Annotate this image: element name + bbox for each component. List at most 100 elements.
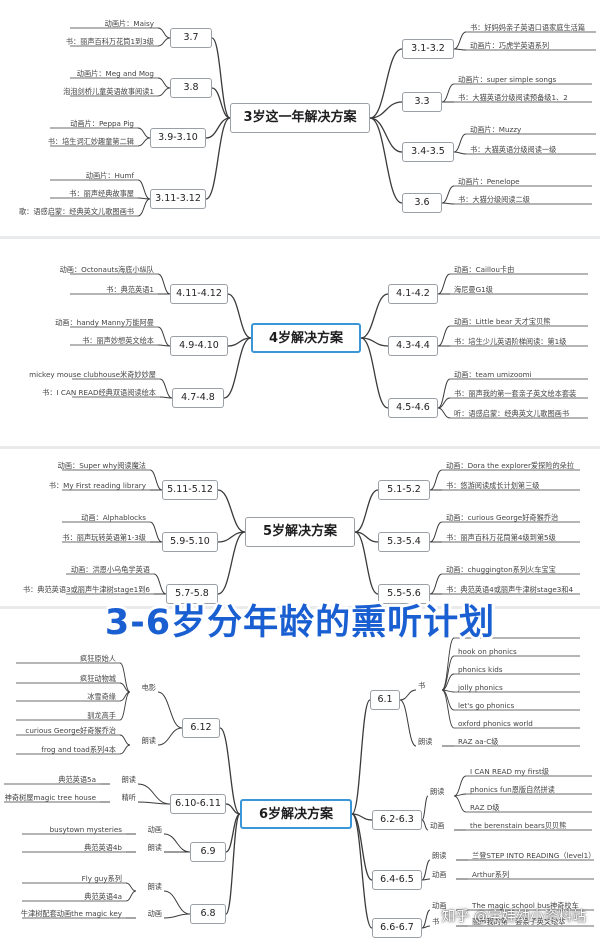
connector-line [421,795,429,821]
category-label: 朗读 [430,787,445,796]
leaf-label: 书：典范英语3或丽声牛津树stage1到6 [22,585,150,594]
overlay-title: 3-6岁分年龄的熏听计划 [104,603,496,643]
leaf-label: 动画片：Maisy [104,19,154,28]
connector-line [453,31,467,50]
center-topic: 6岁解决方案 [240,799,352,829]
category-label: 朗读 [147,843,162,852]
leaf-label: 书：丽声我的第一套亲子英文绘本套装 [454,389,577,398]
category-label: 朗读 [147,882,162,891]
age-node: 6.6-6.7 [372,918,422,938]
category-label: 书 [418,681,426,690]
leaf-label: 动画：Super why阅读魔法 [57,461,146,470]
leaf-label: curious George好奇猴乔治 [25,726,116,735]
connector-line [217,489,246,533]
connector-line [441,185,455,204]
leaf-label: 动画：洪恩小乌龟学英语 [70,565,150,574]
connector-line [119,662,131,693]
leaf-label: 疯狂原始人 [80,654,116,663]
age-node: 5.1-5.2 [378,480,430,500]
connector-line [223,337,252,399]
connector-line [354,531,379,595]
age-node: 3.6 [402,193,442,213]
connector-line [157,87,171,97]
connector-line [211,87,231,119]
connector-line [441,83,455,103]
leaf-label: jolly phonics [458,683,503,692]
leaf-label: The magic school bus神奇校车 [472,901,579,910]
connector-line [225,813,241,915]
connector-line [205,117,231,200]
connector-line [163,833,191,853]
connector-layer [62,469,580,595]
connector-line [157,27,171,39]
center-topic: 5岁解决方案 [245,517,355,547]
leaf-label: 书：丽声妙想英文绘本 [82,336,154,345]
connector-line [437,378,451,409]
connector-line [369,117,403,153]
connector-line [441,689,455,729]
connector-line [351,699,371,815]
connector-line [119,744,131,755]
category-label: 朗读 [141,736,156,745]
leaf-label: 书：大猫分级阅读二级 [458,195,530,204]
connector-line [119,691,131,721]
leaf-label: 动画片：Penelope [458,177,520,186]
connector-line [227,293,252,339]
category-label: 动画 [432,870,447,879]
connector-line [399,689,417,701]
connector-line [159,378,173,399]
leaf-label: 动画片：Muzzy [470,125,522,134]
leaf-label: 疯狂动物城 [80,674,116,683]
connector-line [159,396,173,399]
connector-line [157,344,171,347]
leaf-label: 神奇树屋magic tree house [4,793,96,802]
age-node: 5.5-5.6 [378,584,430,604]
leaf-label: 书：大猫英语分级阅读预备级1、2 [458,93,568,102]
category-label: 书 [432,917,440,926]
category-label: 朗读 [121,775,136,784]
age-node: 5.7-5.8 [166,584,218,604]
leaf-label: 动画：Little bear 天才宝贝熊 [454,317,551,326]
connector-line [453,133,467,153]
leaf-label: 动画：Alphablocks [81,513,146,522]
age-node: 4.11-4.12 [170,284,228,304]
leaf-label: 海尼曼G1级 [454,285,493,294]
connector-line [137,198,151,217]
connector-line [163,890,191,915]
leaf-label: let's go phonics [458,701,515,710]
connector-line [429,521,443,543]
connector-line [351,813,373,929]
leaf-label: the berenstain bears贝贝熊 [470,821,567,830]
leaf-label: 歌：语感启蒙：经典英文儿歌图画书 [18,207,134,216]
connector-line [441,202,455,205]
connector-line [421,859,431,881]
age-node: 6.12 [182,718,220,738]
category-label: 精听 [121,793,136,802]
leaf-label: 动画片：巧虎学英语系列 [470,41,550,50]
category-label: 朗读 [432,851,447,860]
connector-line [205,117,231,139]
age-node: 4.9-4.10 [170,336,228,356]
leaf-label: 书：大猫英语分级阅读一级 [470,145,557,154]
leaf-label: oxford phonics world [458,719,533,728]
leaf-label: 书：典范英语4或丽声牛津树stage3和4 [446,585,574,594]
leaf-label: RAZ aa-C级 [458,737,499,746]
leaf-label: 驯龙高手 [87,711,116,720]
leaf-label: 书：丽声百科万花筒第4级到第5级 [446,533,556,542]
section-divider [0,236,600,239]
leaf-label: 书：好妈妈亲子英语口语家庭生活篇 [470,23,586,32]
leaf-label: 书：丽声经典故事屋 [69,189,134,198]
leaf-label: busytown mysteries [49,825,122,834]
age-node: 6.10-6.11 [170,794,226,814]
connector-line [157,273,171,295]
connector-line [137,127,151,139]
category-label: 动画 [147,909,162,918]
connector-line [163,913,191,919]
connector-line [429,573,443,595]
connector-line [437,397,451,409]
leaf-label: Fly guy系列 [81,874,122,883]
connector-line [157,691,183,729]
age-node: 3.3 [402,92,442,112]
